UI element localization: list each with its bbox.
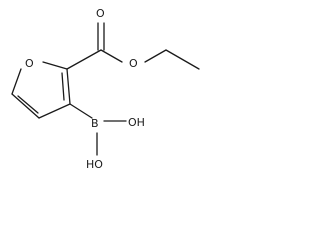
bond-c2-carbonyl (66, 49, 102, 70)
boron-label: B (91, 117, 99, 130)
chemical-structure: O O O B OH HO (11, 7, 200, 171)
carbonyl-oxygen-label: O (96, 7, 105, 20)
bond-c3-c2-double (61, 72, 65, 101)
bond-c4-c3 (38, 103, 71, 119)
bond-c5-c4-double (17, 95, 39, 114)
bond-o1-c5 (11, 68, 22, 95)
ester-oxygen-label: O (129, 57, 138, 70)
bond-c5-c4 (11, 93, 40, 119)
hydroxyl-right-label: OH (128, 116, 145, 129)
hydroxyl-lower-label: HO (86, 158, 103, 171)
ring-oxygen-label: O (25, 57, 34, 70)
bond-c2-o1 (42, 61, 68, 70)
bond-c3-boron (69, 103, 93, 119)
bond-carbonyl-ester-o (100, 49, 123, 63)
bond-c3-c2 (66, 68, 71, 105)
bond-ch2-ch3 (165, 49, 200, 70)
bond-ester-o-ch2 (144, 49, 167, 63)
